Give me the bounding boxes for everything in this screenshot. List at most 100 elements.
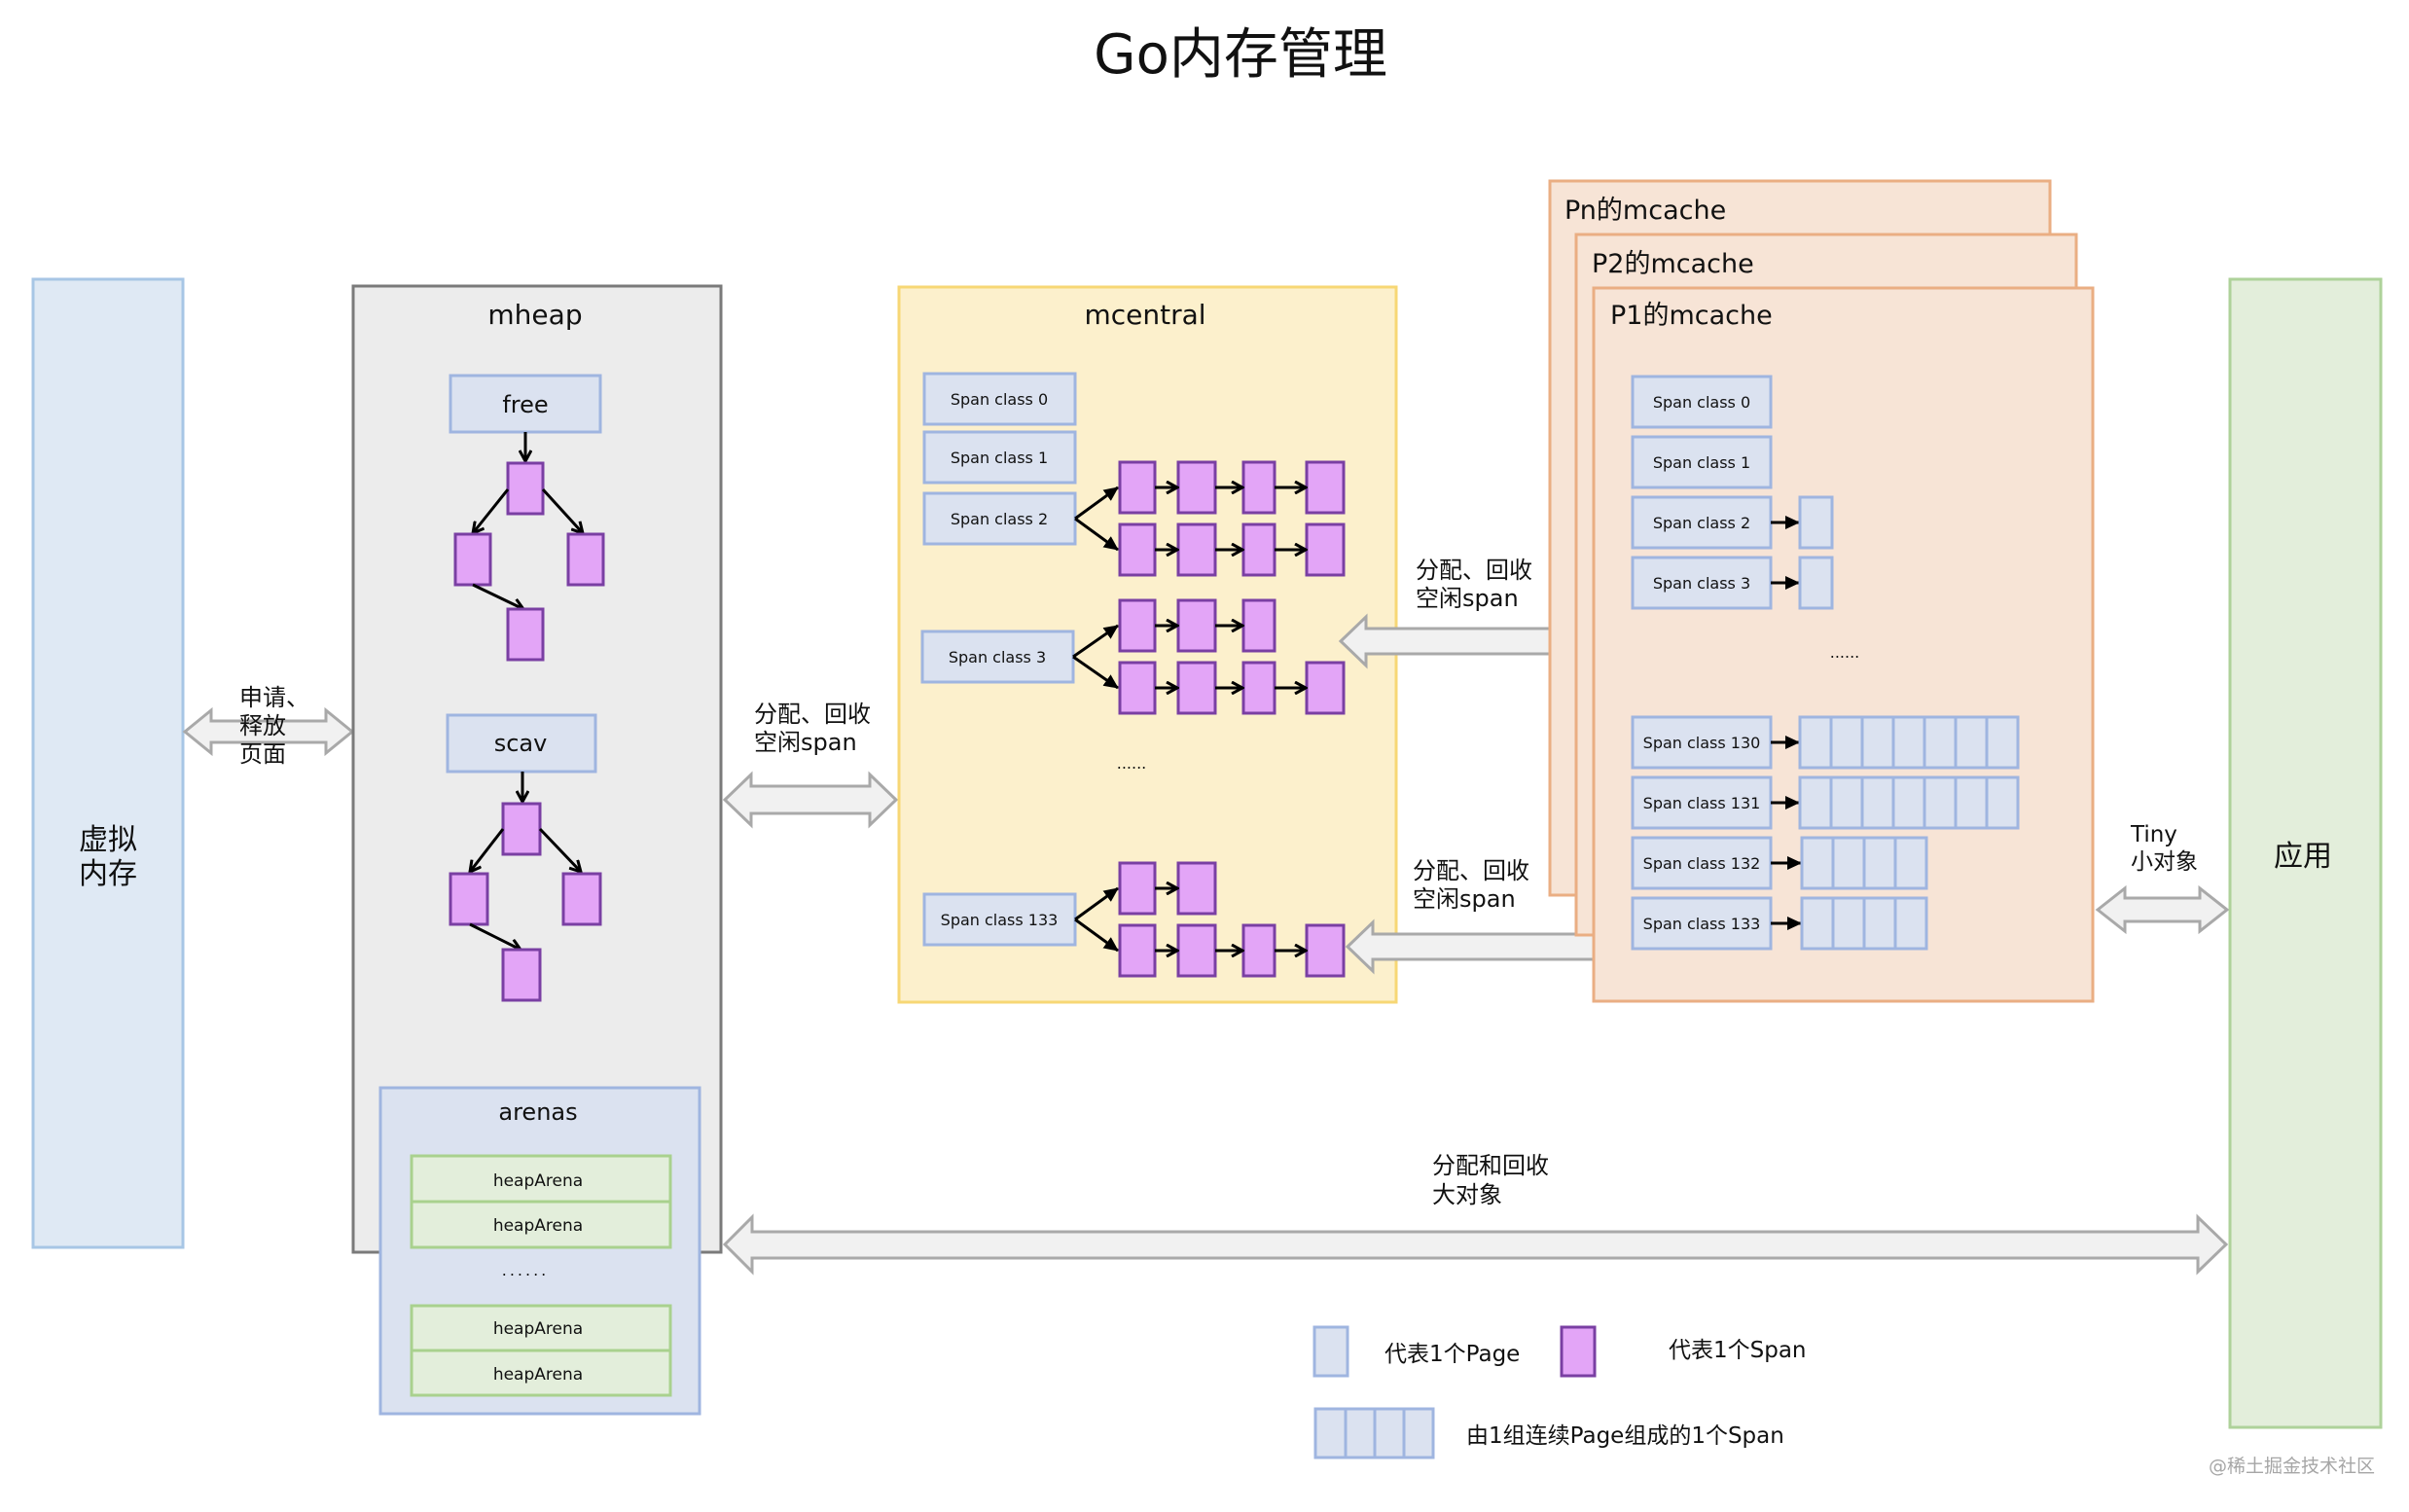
mcentral-ellipsis: ...... <box>1117 754 1147 773</box>
mcentral-label: mcentral <box>1084 299 1205 331</box>
free-label: free <box>502 391 548 418</box>
page-cell <box>1831 836 1866 890</box>
mcache-p1: P1的mcache Span class 0 Span class 1 Span c… <box>1592 286 2095 1003</box>
page-span <box>1800 836 1928 890</box>
heap-arena-label: heapArena <box>493 1319 583 1339</box>
central-cache-arrow-label-2: 空闲span <box>1413 885 1516 913</box>
span-node <box>561 872 602 926</box>
scav-label: scav <box>494 730 548 757</box>
mcache-pn-label: Pn的mcache <box>1564 196 1726 226</box>
span-node <box>1241 923 1276 978</box>
legend-page-swatch <box>1312 1325 1349 1378</box>
span-node <box>506 461 545 516</box>
span-class-box <box>920 630 1075 684</box>
span-node <box>1118 861 1157 916</box>
page-cell <box>1829 715 1864 770</box>
page-cell <box>1862 896 1897 951</box>
scav-tree: scav <box>446 713 602 1002</box>
mcache-p1-label: P1的mcache <box>1610 301 1773 331</box>
page-span <box>1798 556 1834 610</box>
mcache-span-class: Span class 131 <box>1631 775 2020 830</box>
mheap-label: mheap <box>487 299 582 331</box>
double-arrow-icon <box>722 771 899 829</box>
page-span <box>1798 775 2020 830</box>
central-cache-arrow-label-2: 空闲span <box>1416 585 1519 612</box>
span-class-label: Span class 1 <box>1653 453 1750 472</box>
heap-arena-label: heapArena <box>493 1216 583 1236</box>
application-label: 应用 <box>2274 840 2332 874</box>
mcentral-span-class: Span class 2 <box>922 460 1346 577</box>
heap-arena: heapArena <box>410 1154 672 1204</box>
large-object-arrow: 分配和回收 大对象 <box>722 1152 2229 1276</box>
page-cell <box>1800 836 1835 890</box>
page-cell <box>1954 775 1989 830</box>
arenas-label: arenas <box>498 1098 577 1126</box>
span-node <box>506 607 545 662</box>
span-node <box>566 532 605 587</box>
span-class-box <box>1631 775 1773 830</box>
span-node <box>1305 923 1346 978</box>
heap-arena-label: heapArena <box>493 1171 583 1191</box>
legend-span-pages-swatch <box>1313 1407 1435 1459</box>
span-node <box>1241 460 1276 515</box>
span-node <box>1305 522 1346 577</box>
span-class-label: Span class 2 <box>951 510 1048 528</box>
mcache-span-class: Span class 132 <box>1631 836 1928 890</box>
diagram-title: Go内存管理 <box>1094 23 1387 87</box>
span-class-label: Span class 0 <box>1653 393 1750 412</box>
mcache-span-class: Span class 2 <box>1631 495 1834 550</box>
central-cache-arrow-label-1: 分配、回收 <box>1416 557 1532 584</box>
page-cell <box>1862 836 1897 890</box>
mheap-block: mheap free scav arena <box>351 284 723 1416</box>
page-span <box>1798 715 2020 770</box>
arenas-ellipsis: ...... <box>502 1261 550 1279</box>
span-class-label: Span class 133 <box>941 911 1059 929</box>
page-cell <box>1800 896 1835 951</box>
large-object-label-1: 分配和回收 <box>1432 1152 1549 1179</box>
page-span <box>1800 896 1928 951</box>
span-class-label: Span class 3 <box>1653 574 1750 593</box>
legend-span-pages-label: 由1组连续Page组成的1个Span <box>1466 1423 1784 1449</box>
span-class-box <box>1631 896 1773 951</box>
span-class-box <box>922 892 1077 947</box>
span-node <box>449 872 489 926</box>
central-cache-arrow-label-1: 分配、回收 <box>1413 857 1529 884</box>
span-class-box <box>1631 375 1773 429</box>
page-span <box>1798 495 1834 550</box>
heap-arena: heapArena <box>410 1200 672 1249</box>
tiny-object-arrow: Tiny 小对象 <box>2095 822 2230 935</box>
watermark: @稀土掘金技术社区 <box>2209 1456 2375 1477</box>
mcache-span-class: Span class 133 <box>1631 896 1928 951</box>
mcentral-span-class: Span class 3 <box>920 598 1346 715</box>
page-cell <box>1798 775 1833 830</box>
legend: 代表1个Page 代表1个Span 由1组连续Page组成的1个Span <box>1312 1325 1807 1459</box>
span-node <box>1118 460 1157 515</box>
legend-span-label: 代表1个Span <box>1669 1338 1807 1363</box>
page-cell <box>1860 775 1895 830</box>
vm-heap-arrow-label-1: 申请、 <box>239 684 309 711</box>
page-cell <box>1798 556 1834 610</box>
span-node <box>1176 661 1217 715</box>
span-class-label: Span class 130 <box>1643 734 1761 752</box>
span-node <box>1241 661 1276 715</box>
page-cell <box>1893 896 1928 951</box>
arenas-block: arenas heapArena heapArena ...... heapAr… <box>378 1086 701 1416</box>
span-class-box <box>1631 836 1773 890</box>
mcentral-span-class: Span class 1 <box>922 430 1077 485</box>
span-node <box>1241 598 1276 653</box>
application-block: 应用 <box>2228 277 2383 1429</box>
mcache-ellipsis: ...... <box>1830 643 1860 662</box>
double-arrow-icon <box>2095 884 2230 935</box>
heap-central-arrow: 分配、回收 空闲span <box>722 701 899 829</box>
span-node <box>1176 861 1217 916</box>
tiny-label-2: 小对象 <box>2131 849 2198 875</box>
span-class-box <box>922 491 1077 546</box>
page-cell <box>1860 715 1895 770</box>
span-node <box>1176 460 1217 515</box>
span-class-label: Span class 2 <box>1653 514 1750 532</box>
page-cell <box>1831 896 1866 951</box>
span-class-label: Span class 3 <box>949 648 1046 666</box>
page-cell <box>1985 775 2020 830</box>
